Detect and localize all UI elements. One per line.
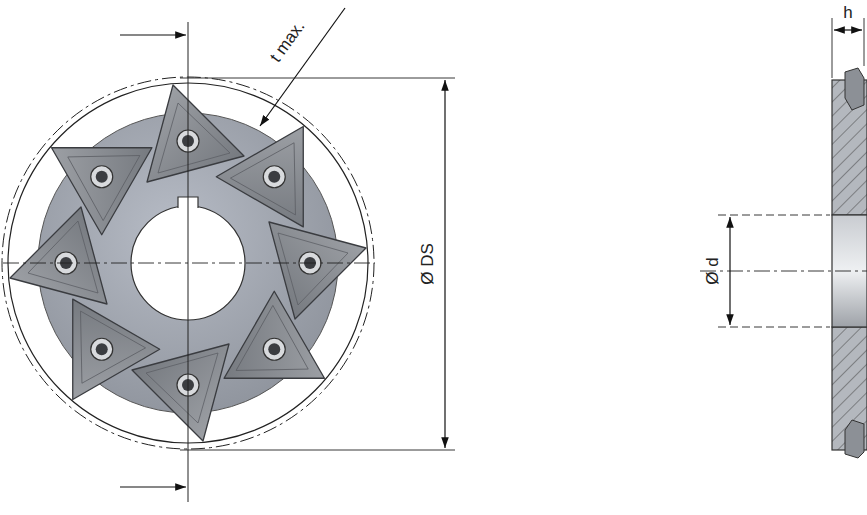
diameter-dimension: Ø DS <box>419 243 438 285</box>
depth-dimension: t max. <box>267 18 309 66</box>
height-dimension: h <box>843 4 852 23</box>
bore-dimension: Ø d <box>704 257 723 284</box>
